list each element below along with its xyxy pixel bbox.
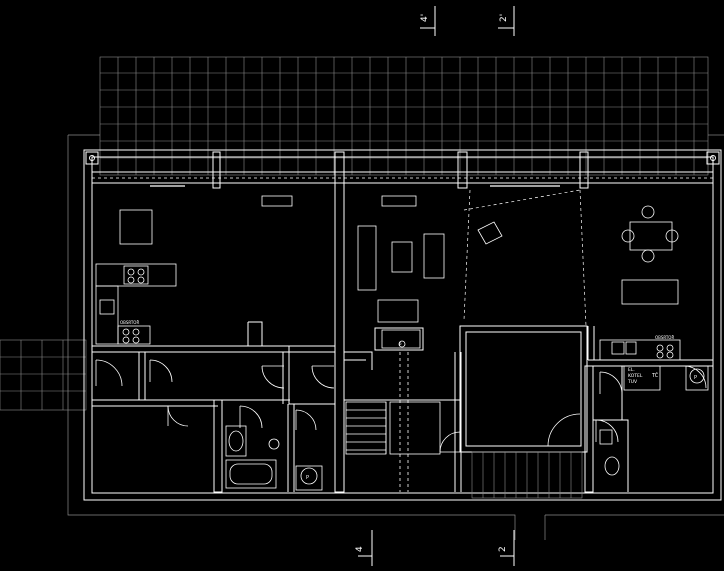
label-boiler-line3: TUV xyxy=(627,379,638,385)
label-boiler-tc: TČ xyxy=(651,372,659,379)
section-mark-top-right: 2' xyxy=(499,14,509,22)
door-swings xyxy=(95,359,707,453)
section-markers xyxy=(358,6,515,566)
outer-walls xyxy=(83,149,722,501)
label-kitchen-left: OBSRTOŘ xyxy=(120,320,139,325)
south-terrace xyxy=(471,451,583,499)
site-boundary xyxy=(67,134,724,540)
label-boiler-line1: EL. xyxy=(628,367,635,373)
label-toilet-left: P xyxy=(306,475,309,481)
staircase xyxy=(345,352,441,492)
section-mark-bottom-left: 4 xyxy=(355,546,365,552)
label-stove: P xyxy=(399,342,402,347)
section-mark-top-left: 4' xyxy=(420,14,430,22)
terrace-grid xyxy=(99,56,709,176)
section-mark-bottom-right: 2 xyxy=(498,546,508,552)
label-boiler-line2: KOTEL xyxy=(628,373,643,379)
interior-walls xyxy=(92,321,713,493)
entrance-grid xyxy=(0,339,87,411)
label-kitchen-right: OBSRTOŘ xyxy=(655,335,674,340)
furniture xyxy=(95,195,709,491)
hidden-lines xyxy=(92,177,713,327)
label-toilet-right: P xyxy=(694,375,697,381)
